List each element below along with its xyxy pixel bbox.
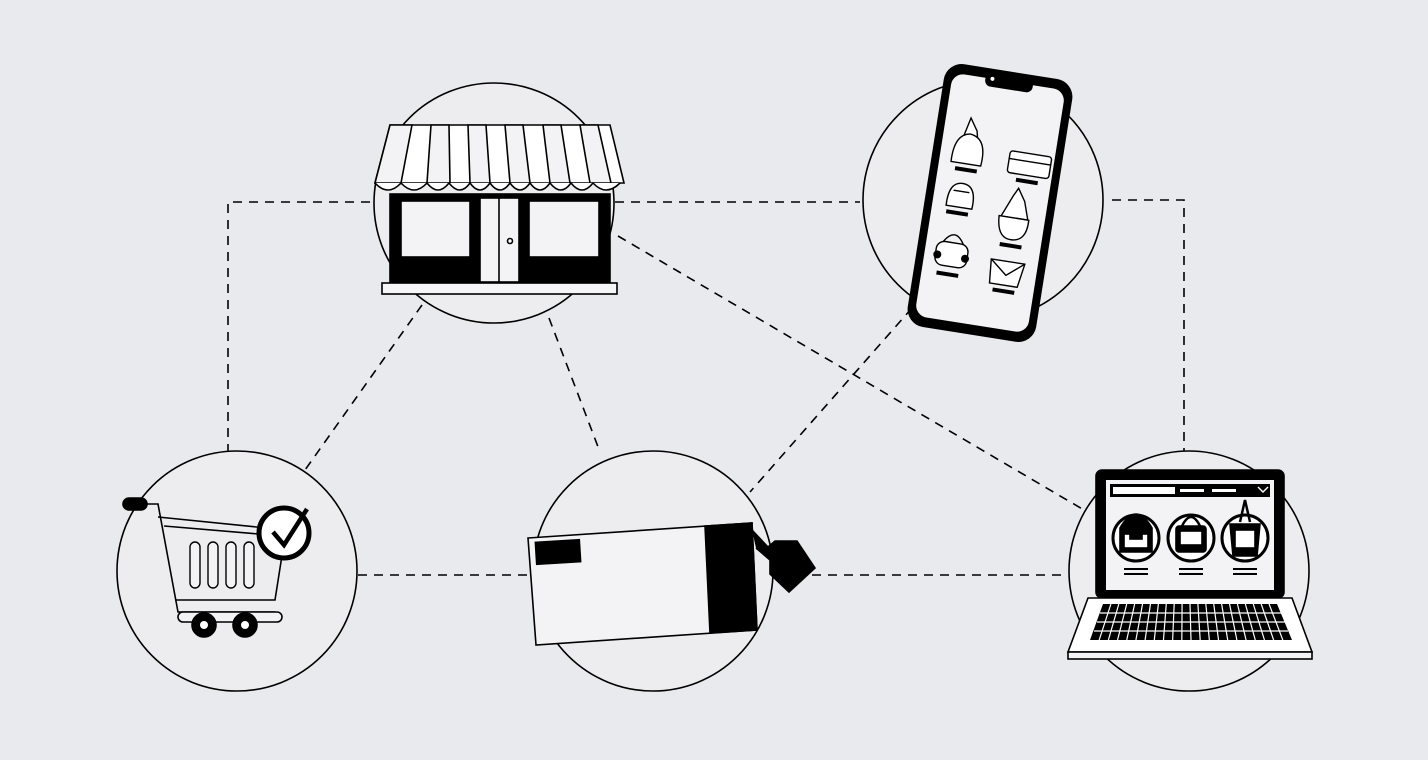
keyboard-key-divider [1135, 603, 1144, 641]
laptop-shop-icon [1066, 469, 1314, 660]
keyboard-key-divider [1228, 603, 1238, 641]
keyboard-key-divider [1162, 603, 1167, 641]
connector-store-cart-diagonal [304, 304, 423, 471]
package-tag-icon [527, 522, 817, 646]
keyboard-key-divider [1153, 603, 1159, 641]
keyboard-key-divider [1213, 603, 1220, 641]
keyboard-key-divider [1244, 603, 1256, 641]
connector-store-laptop [617, 235, 1085, 511]
connector-phone-package [749, 307, 913, 493]
shopping-cart-check-icon [122, 497, 312, 638]
keyboard-key-divider [1221, 603, 1229, 641]
keyboard-key-divider [1144, 603, 1152, 641]
connector-store-cart [227, 201, 370, 452]
keyboard-key-divider [1172, 603, 1175, 641]
keyboard-key-divider [1205, 603, 1210, 641]
smartphone-shop-icon [907, 64, 1073, 342]
connector-store-package [548, 317, 601, 453]
keyboard-key-divider [1107, 603, 1120, 641]
keyboard-key-divider [1236, 603, 1247, 641]
keyboard-key-divider [1098, 603, 1112, 641]
keyboard-key-divider [1252, 603, 1266, 641]
keyboard-key-divider [1268, 603, 1284, 641]
connectors [227, 199, 1185, 576]
storefront-icon [373, 124, 626, 295]
keyboard-key-divider [1126, 603, 1136, 641]
keyboard-key-divider [1189, 603, 1192, 641]
keyboard-key-divider [1260, 603, 1275, 641]
keyboard-key-divider [1197, 603, 1201, 641]
cart-circle [116, 450, 358, 692]
connector-phone-laptop [1112, 199, 1185, 452]
keyboard-key-divider [1116, 603, 1128, 641]
